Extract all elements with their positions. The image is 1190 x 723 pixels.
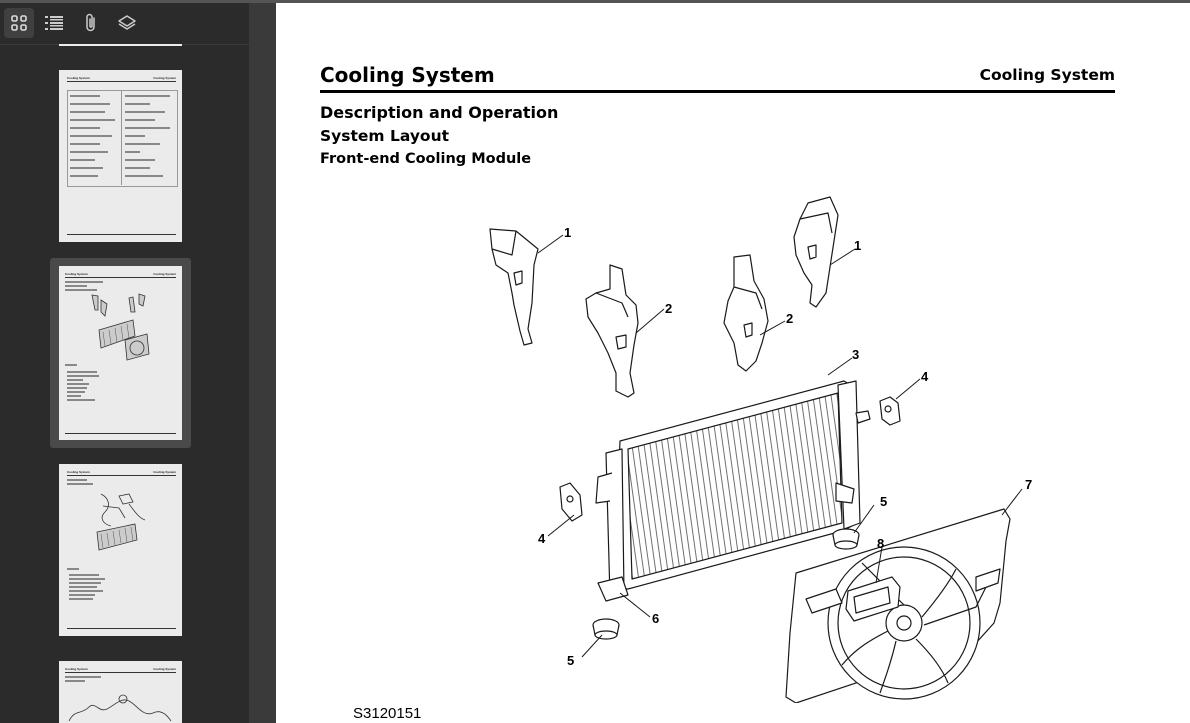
page-title: Cooling System [320,63,495,87]
callout-6: 6 [652,611,659,626]
document-page: Cooling System Cooling System Descriptio… [276,3,1190,723]
figure-id: S3120151 [353,705,422,722]
thumbnail-page: Cooling System Cooling System [59,661,182,723]
callout-2-right: 2 [786,311,793,326]
list-icon [45,16,63,30]
thumbnail-header-left: Cooling System [65,272,88,276]
outline-view-button[interactable] [39,8,69,38]
mounting-grommet-lower [592,618,620,640]
callout-1-right: 1 [854,238,861,253]
mounting-bracket-right [879,396,901,426]
section-heading: Description and Operation [320,103,559,122]
grid-icon [11,15,27,31]
page-thumbnail-3[interactable]: Cooling System Cooling System [50,455,191,641]
thumbnail-page: Cooling System Cooling System [59,266,182,440]
previous-thumbnail-edge [59,44,182,46]
air-deflector-right-2 [723,254,769,372]
callout-7: 7 [1025,477,1032,492]
radiator [595,380,871,602]
page-gutter [249,3,276,723]
callout-3: 3 [852,347,859,362]
callout-8: 8 [877,536,884,551]
callout-5-upper: 5 [880,494,887,509]
window-top-edge [0,0,1190,3]
page-thumbnail-1[interactable]: Cooling System Cooling System [50,61,191,247]
fan-control-module [845,576,901,622]
thumbnail-sidebar: Cooling System Cooling System Cooling Sy… [0,3,249,723]
thumbnail-header-right: Cooling System [153,470,176,474]
sidebar-toolbar [0,3,249,44]
mounting-grommet-upper [832,528,860,550]
thumbnail-header-right: Cooling System [153,76,176,80]
thumbnails-view-button[interactable] [4,8,34,38]
attachments-view-button[interactable] [76,8,106,38]
thumbnail-page: Cooling System Cooling System [59,70,182,242]
thumbnail-header-left: Cooling System [67,470,90,474]
page-header-right: Cooling System [979,66,1115,84]
air-deflector-left-1 [489,228,539,346]
callout-1-left: 1 [564,225,571,240]
cooling-module-illustration: 1 1 2 2 3 4 4 5 5 6 7 8 [489,196,1032,703]
callout-4-right: 4 [921,369,929,384]
page-thumbnail-2[interactable]: Cooling System Cooling System [50,258,191,448]
callout-5-lower: 5 [567,653,574,668]
layers-icon [118,15,136,30]
thumbnail-illustration [68,694,172,722]
thumbnail-header-left: Cooling System [67,76,90,80]
paperclip-icon [86,13,95,32]
thumbnail-page: Cooling System Cooling System [59,464,182,636]
thumbnail-illustration [91,293,150,361]
thumbnail-header-right: Cooling System [153,667,176,671]
component-heading: Front-end Cooling Module [320,151,532,167]
thumbnail-illustration [96,493,146,551]
callout-2-left: 2 [665,301,672,316]
mounting-bracket-left [559,482,583,522]
subsection-heading: System Layout [320,127,450,145]
air-deflector-right-1 [793,196,839,308]
thumbnail-header-right: Cooling System [153,272,176,276]
callout-4-left: 4 [538,531,546,546]
page-thumbnail-4[interactable]: Cooling System Cooling System [50,652,191,723]
header-rule [320,90,1115,93]
layers-view-button[interactable] [112,8,142,38]
thumbnail-header-left: Cooling System [65,667,88,671]
air-deflector-left-2 [585,264,639,398]
